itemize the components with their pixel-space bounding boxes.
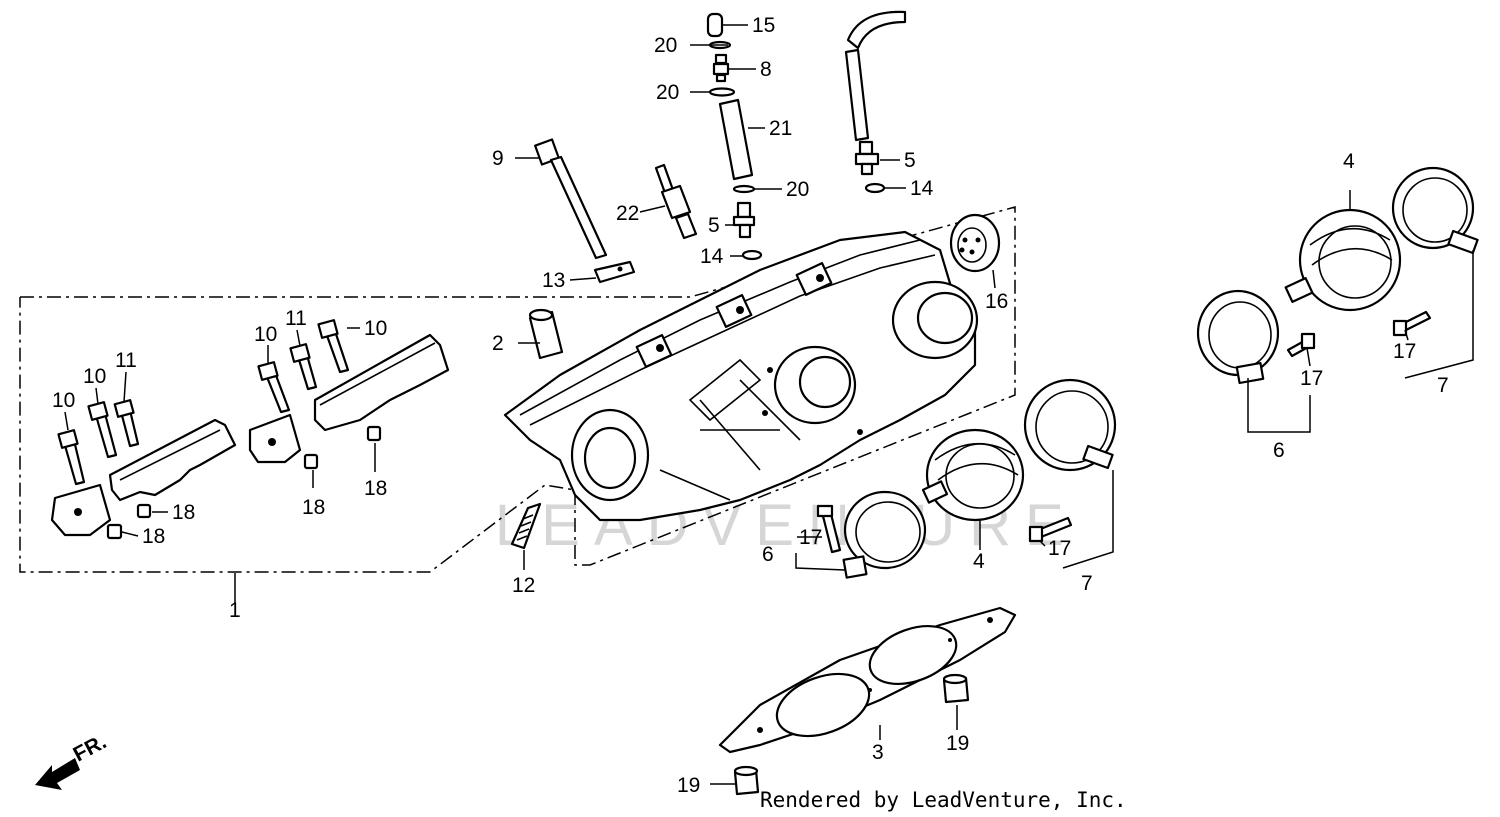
front-direction-arrow-icon <box>35 758 80 790</box>
callout-10-middle: 10 <box>254 323 277 346</box>
bolts-middle-group <box>257 319 350 414</box>
bolts-left-group <box>57 399 140 486</box>
clamp-7-front <box>1023 378 1117 472</box>
part-5-fitting-left <box>732 201 756 239</box>
callout-18-a: 18 <box>172 501 195 524</box>
clamp-7-rear <box>1391 166 1479 255</box>
bolt-17-rear-right <box>1392 310 1432 337</box>
part-16-cap <box>949 213 1001 273</box>
callout-20-top: 20 <box>654 34 677 57</box>
callout-13: 13 <box>542 269 565 292</box>
leader-lines <box>64 24 1474 785</box>
clamp-6-front <box>842 490 927 579</box>
bolt-17-rear-left <box>1286 332 1316 358</box>
callout-11-left: 11 <box>115 349 137 372</box>
dowels-left-group <box>106 503 152 540</box>
callout-7-front: 7 <box>1081 572 1093 595</box>
callout-20-middle: 20 <box>656 81 679 104</box>
part-12-stud <box>510 502 542 550</box>
callout-4-front: 4 <box>973 550 985 573</box>
callout-6-front: 6 <box>762 543 774 566</box>
dowels-middle-group <box>303 425 382 470</box>
part-20-oring-bottom <box>732 184 756 194</box>
callout-11-middle: 11 <box>285 307 307 330</box>
callout-20-bottom: 20 <box>786 178 809 201</box>
callout-18-c: 18 <box>302 496 325 519</box>
callout-18-b: 18 <box>142 525 165 548</box>
callout-3: 3 <box>872 741 884 764</box>
part-21-tube <box>718 98 754 181</box>
insulator-4-rear <box>1284 208 1402 312</box>
part-19-dowel-left <box>733 765 760 796</box>
part-2-dowel <box>528 308 564 360</box>
callout-9: 9 <box>492 147 504 170</box>
callout-14-left: 14 <box>700 245 724 268</box>
callout-10-far-left: 10 <box>52 389 75 412</box>
part-15-cap <box>706 12 724 38</box>
callout-19-right: 19 <box>946 732 969 755</box>
part-9-bolt <box>534 138 608 260</box>
callout-5-right: 5 <box>904 149 916 172</box>
callout-1: 1 <box>229 599 241 622</box>
callout-17-rear-left: 17 <box>1300 367 1323 390</box>
callout-16: 16 <box>985 290 1008 313</box>
callout-6-rear: 6 <box>1273 439 1285 462</box>
callout-21: 21 <box>769 117 792 140</box>
bolt-17-front-right <box>1028 516 1073 543</box>
part-8-valve <box>712 53 730 83</box>
callout-7-rear: 7 <box>1437 374 1449 397</box>
bolt-17-front-left <box>816 504 842 554</box>
part-20-oring-middle <box>708 87 736 97</box>
callout-17-rear-right: 17 <box>1393 340 1416 363</box>
callout-4-rear: 4 <box>1343 150 1355 173</box>
callout-5-left: 5 <box>708 214 720 237</box>
callout-labels: 15 20 8 20 21 20 9 22 5 14 13 5 14 16 2 … <box>52 14 1449 797</box>
callout-14-right: 14 <box>910 177 934 200</box>
part-19-dowel-right <box>942 673 970 704</box>
part-14-washer-left <box>741 249 763 261</box>
cylinder-head-body <box>503 230 979 522</box>
callout-17-front-left: 17 <box>799 526 822 549</box>
callout-17-front-right: 17 <box>1048 537 1071 560</box>
hose-upper <box>844 10 907 142</box>
callout-2: 2 <box>492 332 504 355</box>
camshaft-holder-middle <box>248 333 450 464</box>
part-5-fitting-right <box>854 140 880 176</box>
part-3-head-gasket <box>718 606 1017 754</box>
insulator-4-front <box>921 428 1025 522</box>
callout-15: 15 <box>752 14 775 37</box>
clamp-6-rear <box>1196 289 1280 385</box>
camshaft-holder-left <box>50 418 237 537</box>
callout-10-right: 10 <box>364 317 387 340</box>
render-credit: Rendered by LeadVenture, Inc. <box>760 788 1127 812</box>
part-14-washer-right <box>864 182 886 194</box>
callout-12: 12 <box>512 574 535 597</box>
callout-19-left: 19 <box>677 774 700 797</box>
callout-10-left: 10 <box>83 365 106 388</box>
callout-18-d: 18 <box>364 477 387 500</box>
part-22-spark-plug <box>654 163 698 240</box>
callout-22: 22 <box>616 202 639 225</box>
part-13-bracket <box>593 260 636 284</box>
callout-8: 8 <box>760 58 772 81</box>
